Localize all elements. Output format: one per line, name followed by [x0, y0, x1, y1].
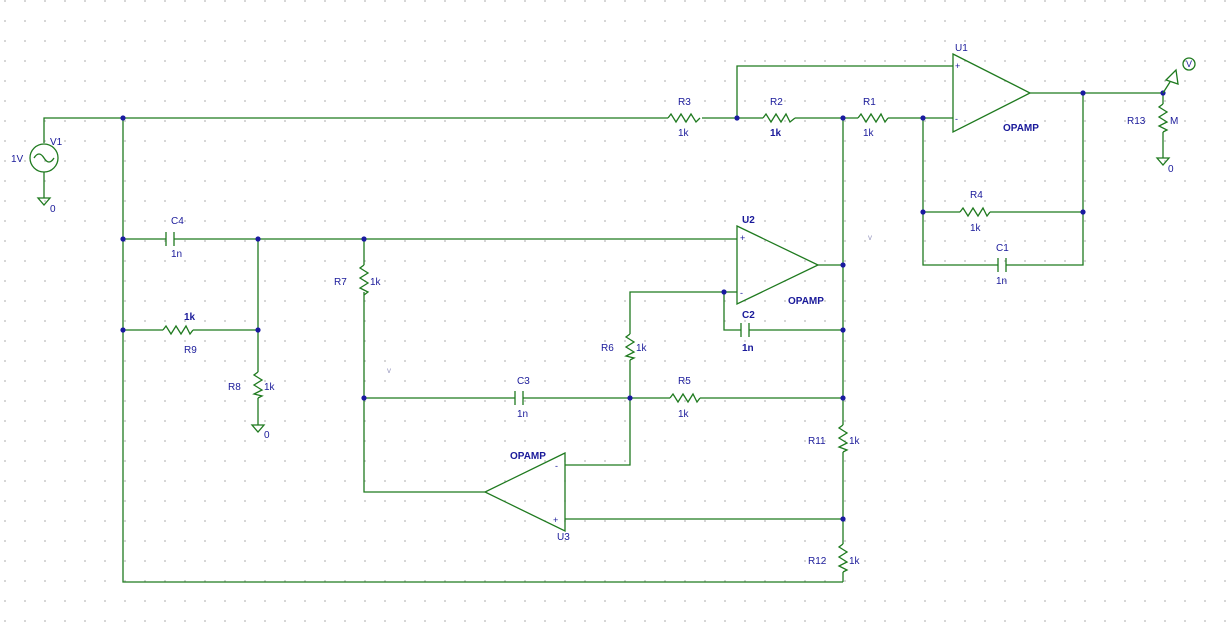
u2-ref: U2: [742, 215, 755, 226]
ground-r13: 0: [1155, 157, 1174, 175]
u3-minus-pin: -: [555, 461, 558, 471]
resistor-r12[interactable]: R12 1k: [808, 543, 861, 573]
r12-value: 1k: [849, 556, 861, 567]
ground-r8: 0: [250, 424, 270, 441]
c1-ref: C1: [996, 243, 1009, 254]
marker-2: v: [387, 366, 391, 375]
probe-label: V: [1186, 59, 1192, 69]
c2-ref: C2: [742, 310, 755, 321]
u3-model: OPAMP: [510, 451, 546, 462]
r1-ref: R1: [863, 97, 876, 108]
resistor-r4[interactable]: R4 1k: [959, 190, 991, 234]
opamp-u1[interactable]: + - U1 OPAMP: [952, 43, 1039, 134]
resistor-r9[interactable]: 1k R9: [162, 312, 197, 356]
r6-ref: R6: [601, 343, 614, 354]
r9-value: 1k: [184, 312, 196, 323]
r11-ref: R11: [808, 436, 826, 447]
capacitor-c2[interactable]: C2 1n: [740, 310, 755, 354]
r2-ref: R2: [770, 97, 783, 108]
resistor-r11[interactable]: R11 1k: [808, 424, 861, 453]
voltage-probe[interactable]: V: [1162, 57, 1196, 94]
u3-plus-pin: +: [553, 515, 558, 525]
u1-plus-pin: +: [955, 61, 960, 71]
u2-plus-pin: +: [740, 233, 745, 243]
resistor-r7[interactable]: R7 1k: [334, 264, 382, 296]
capacitor-c1[interactable]: C1 1n: [996, 243, 1009, 287]
resistor-r8[interactable]: R8 1k: [228, 371, 276, 399]
wires: [43, 65, 1164, 583]
resistor-r3[interactable]: R3 1k: [667, 97, 701, 139]
r11-value: 1k: [849, 436, 861, 447]
r1-value: 1k: [863, 128, 875, 139]
c1-value: 1n: [996, 276, 1007, 287]
u3-ref: U3: [557, 532, 570, 543]
junctions: [120, 90, 1166, 522]
ground-label-r8: 0: [264, 430, 270, 441]
r13-value: M: [1170, 116, 1178, 127]
r9-ref: R9: [184, 345, 197, 356]
opamp-u3[interactable]: - + OPAMP U3: [483, 451, 570, 543]
r13-ref: R13: [1127, 116, 1146, 127]
u2-model: OPAMP: [788, 296, 824, 307]
u1-model: OPAMP: [1003, 123, 1039, 134]
resistor-r5[interactable]: R5 1k: [669, 376, 701, 420]
u1-ref: U1: [955, 43, 968, 54]
c3-ref: C3: [517, 376, 530, 387]
c4-ref: C4: [171, 216, 184, 227]
marker-1: v: [868, 233, 872, 242]
r7-value: 1k: [370, 277, 382, 288]
r5-ref: R5: [678, 376, 691, 387]
net-markers: v v: [387, 233, 872, 375]
resistor-r2[interactable]: R2 1k: [762, 97, 796, 139]
resistor-r13[interactable]: R13 M: [1127, 103, 1178, 133]
r7-ref: R7: [334, 277, 347, 288]
c3-value: 1n: [517, 409, 528, 420]
c4-value: 1n: [171, 249, 182, 260]
ground-label-v1: 0: [50, 204, 56, 215]
resistor-r6[interactable]: R6 1k: [601, 333, 648, 361]
capacitor-c3[interactable]: C3 1n: [514, 376, 530, 420]
voltage-source-v1[interactable]: V1 1V: [11, 137, 63, 198]
v1-ref: V1: [50, 137, 63, 148]
opamp-u2[interactable]: + - U2 OPAMP: [736, 215, 824, 307]
v1-value: 1V: [11, 154, 24, 165]
r5-value: 1k: [678, 409, 690, 420]
r3-ref: R3: [678, 97, 691, 108]
u2-minus-pin: -: [740, 288, 743, 298]
capacitor-c4[interactable]: C4 1n: [165, 216, 184, 260]
r4-value: 1k: [970, 223, 982, 234]
r3-value: 1k: [678, 128, 690, 139]
r6-value: 1k: [636, 343, 648, 354]
ground-label-r13: 0: [1168, 164, 1174, 175]
r8-ref: R8: [228, 382, 241, 393]
r8-value: 1k: [264, 382, 276, 393]
r2-value: 1k: [770, 128, 782, 139]
u1-minus-pin: -: [955, 114, 958, 124]
r12-ref: R12: [808, 556, 827, 567]
resistor-r1[interactable]: R1 1k: [857, 97, 889, 139]
c2-value: 1n: [742, 343, 754, 354]
r4-ref: R4: [970, 190, 983, 201]
ground-v1: 0: [36, 197, 56, 215]
